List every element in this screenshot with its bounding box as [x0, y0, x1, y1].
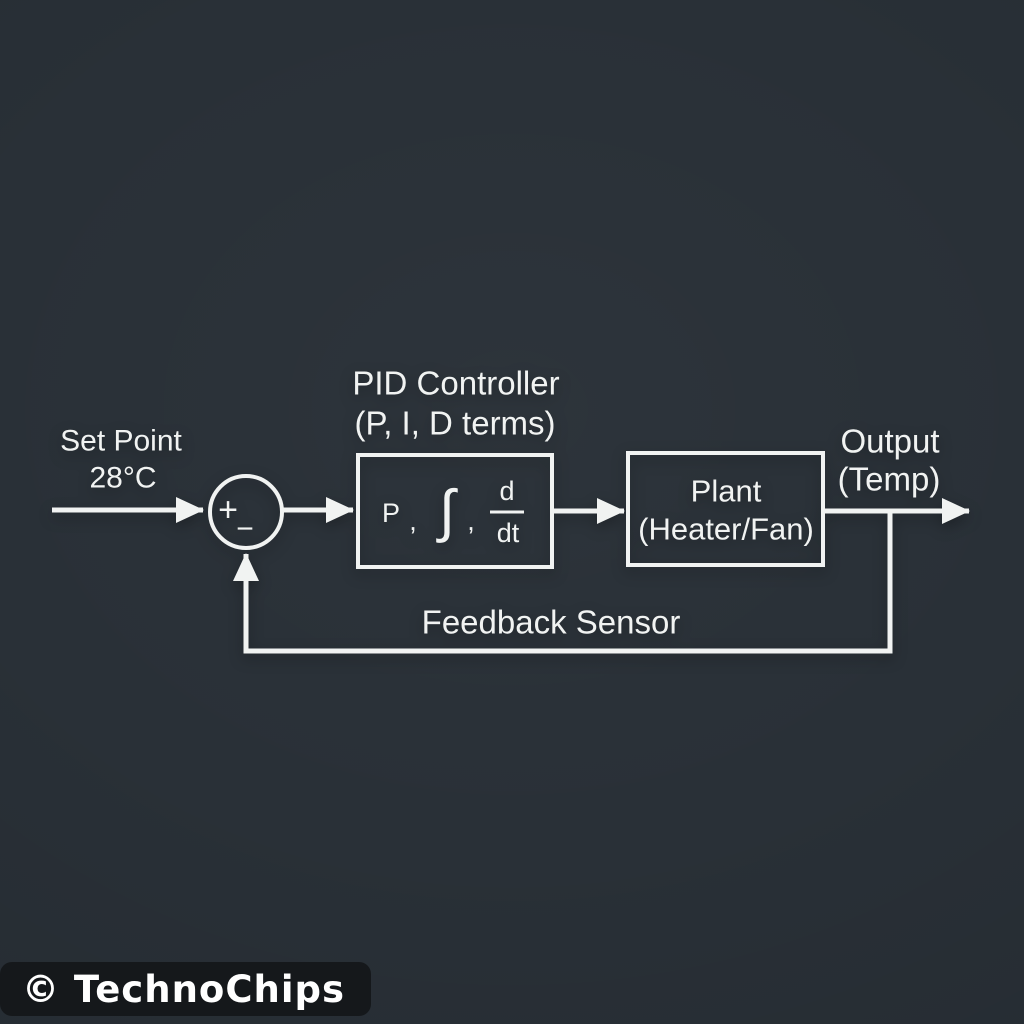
pid-derivative-denominator: dt: [497, 518, 520, 548]
pid-comma-2: ,: [467, 506, 475, 536]
pid-term-p: P: [382, 498, 400, 528]
plus-sign: +: [218, 491, 238, 529]
output-label-line2: (Temp): [838, 461, 941, 498]
pid-controller-box: [356, 453, 554, 569]
plant-label-line1: Plant: [691, 474, 762, 509]
summing-junction-circle: [208, 474, 284, 550]
plant-box: [626, 451, 825, 567]
pid-title-line1: PID Controller: [352, 365, 559, 402]
setpoint-label-line2: 28°C: [89, 462, 156, 495]
pid-title-line2: (P, I, D terms): [354, 405, 555, 442]
setpoint-label-line1: Set Point: [60, 425, 182, 458]
watermark-badge: © TechnoChips: [0, 962, 372, 1016]
output-label-line1: Output: [840, 423, 939, 460]
pid-derivative-numerator: d: [499, 476, 514, 506]
feedback-label: Feedback Sensor: [422, 604, 681, 641]
feedback-path: [233, 511, 893, 654]
watermark-text: © TechnoChips: [22, 967, 346, 1011]
pid-term-integral: ∫: [436, 479, 458, 544]
pid-comma-1: ,: [409, 506, 417, 536]
plant-label-line2: (Heater/Fan): [638, 512, 814, 547]
minus-sign: −: [236, 513, 254, 546]
